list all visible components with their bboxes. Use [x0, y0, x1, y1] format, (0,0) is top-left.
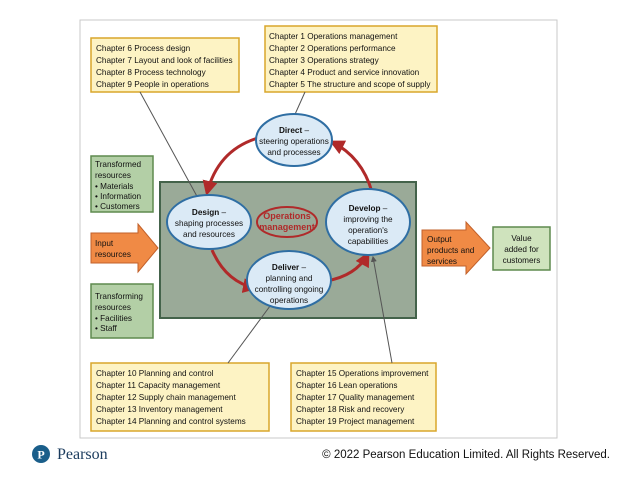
svg-text:• Information: • Information [95, 192, 142, 201]
chapter-line: Chapter 12 Supply chain management [96, 393, 236, 402]
svg-text:• Customers: • Customers [95, 202, 140, 211]
svg-text:Input: Input [95, 239, 114, 248]
svg-text:controlling ongoing: controlling ongoing [255, 285, 324, 294]
chapter-line: Chapter 11 Capacity management [96, 381, 221, 390]
cycle-arrow-direct-to-design [202, 136, 259, 196]
copyright-text: © 2022 Pearson Education Limited. All Ri… [322, 449, 610, 461]
svg-text:P: P [37, 448, 44, 462]
svg-text:Output: Output [427, 235, 452, 244]
chapter-line: Chapter 7 Layout and look of facilities [96, 56, 233, 65]
chapter-line: Chapter 2 Operations performance [269, 44, 396, 53]
operations-management-label: Operations management [256, 206, 318, 238]
chapter-line: Chapter 18 Risk and recovery [296, 405, 405, 414]
svg-text:Transforming: Transforming [95, 292, 143, 301]
chapter-line: Chapter 13 Inventory management [96, 405, 223, 414]
brand-name: Pearson [57, 446, 108, 463]
connector-deliver [227, 301, 274, 364]
svg-text:shaping processes: shaping processes [175, 219, 243, 228]
value-added-box: Value added for customers [492, 226, 551, 271]
svg-text:Value: Value [511, 234, 532, 243]
transforming-resources-box: Transforming resources • Facilities • St… [90, 283, 154, 339]
svg-text:Develop –: Develop – [349, 204, 388, 213]
output-arrow: Output products and services [421, 220, 491, 276]
chapter-box-bottom-left: Chapter 10 Planning and control Chapter … [90, 362, 270, 432]
chapter-line: Chapter 4 Product and service innovation [269, 68, 420, 77]
svg-text:planning and: planning and [266, 274, 313, 283]
svg-text:• Staff: • Staff [95, 324, 118, 333]
connector-develop [370, 255, 393, 364]
svg-text:steering operations: steering operations [259, 137, 329, 146]
chapter-line: Chapter 16 Lean operations [296, 381, 398, 390]
chapter-line: Chapter 15 Operations improvement [296, 369, 429, 378]
svg-text:Operations: Operations [263, 211, 311, 221]
svg-text:added for: added for [504, 245, 539, 254]
design-oval: Design – shaping processes and resources [166, 194, 252, 250]
svg-text:Direct –: Direct – [279, 126, 309, 135]
chapter-line: Chapter 6 Process design [96, 44, 191, 53]
cycle-arrow-develop-to-direct [329, 140, 374, 193]
transformed-resources-box: Transformed resources • Materials • Info… [90, 155, 154, 213]
chapter-line: Chapter 8 Process technology [96, 68, 207, 77]
svg-text:Design –: Design – [192, 208, 227, 217]
chapter-line: Chapter 9 People in operations [96, 80, 209, 89]
svg-text:Transformed: Transformed [95, 160, 142, 169]
chapter-box-top-right: Chapter 1 Operations management Chapter … [264, 25, 438, 93]
chapter-line: Chapter 14 Planning and control systems [96, 417, 246, 426]
svg-text:• Materials: • Materials [95, 182, 133, 191]
chapter-line: Chapter 1 Operations management [269, 32, 398, 41]
chapter-box-top-left: Chapter 6 Process design Chapter 7 Layou… [90, 37, 240, 93]
svg-text:Deliver –: Deliver – [272, 263, 307, 272]
input-resources-arrow: Input resources [90, 222, 159, 274]
svg-text:capabilities: capabilities [348, 237, 389, 246]
svg-text:resources: resources [95, 250, 131, 259]
svg-text:services: services [427, 257, 457, 266]
connector-design [139, 91, 200, 202]
svg-text:improving the: improving the [343, 215, 393, 224]
svg-text:• Facilities: • Facilities [95, 314, 132, 323]
svg-text:resources: resources [95, 171, 131, 180]
pearson-logo-icon: P [32, 445, 50, 463]
svg-text:and resources: and resources [183, 230, 235, 239]
svg-text:and processes: and processes [267, 148, 320, 157]
chapter-line: Chapter 3 Operations strategy [269, 56, 380, 65]
svg-text:operations: operations [270, 296, 308, 305]
svg-text:products and: products and [427, 246, 475, 255]
svg-text:resources: resources [95, 303, 131, 312]
svg-text:management: management [259, 222, 315, 232]
svg-text:operation's: operation's [348, 226, 388, 235]
chapter-line: Chapter 19 Project management [296, 417, 415, 426]
chapter-line: Chapter 5 The structure and scope of sup… [269, 80, 431, 89]
direct-oval: Direct – steering operations and process… [255, 113, 333, 167]
chapter-line: Chapter 10 Planning and control [96, 369, 214, 378]
chapter-box-bottom-right: Chapter 15 Operations improvement Chapte… [290, 362, 437, 432]
deliver-oval: Deliver – planning and controlling ongoi… [246, 250, 332, 310]
develop-oval: Develop – improving the operation's capa… [325, 188, 411, 256]
svg-text:customers: customers [503, 256, 541, 265]
chapter-line: Chapter 17 Quality management [296, 393, 415, 402]
